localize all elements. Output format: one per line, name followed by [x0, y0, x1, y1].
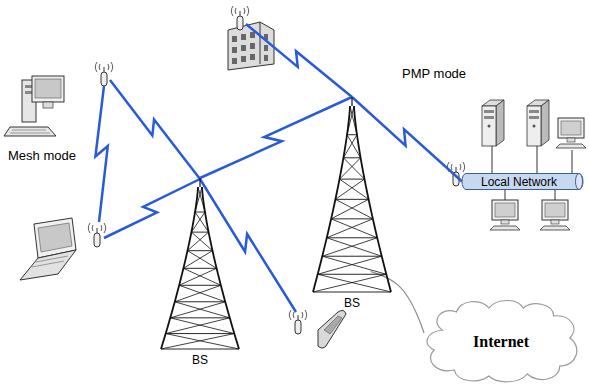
wireless-link [200, 97, 352, 178]
mode-label: PMP mode [402, 66, 466, 81]
base-station: BS [158, 177, 242, 367]
network-band: Local Network [462, 173, 584, 190]
base-station: BS [310, 96, 394, 310]
laptop [20, 218, 76, 280]
mode-label: Mesh mode [8, 148, 76, 163]
wireless-link [104, 179, 200, 238]
network-label: Local Network [481, 175, 557, 189]
wireless-link [110, 80, 200, 179]
station-label: BS [344, 296, 360, 310]
network-devices [482, 100, 586, 230]
tower-drawing [310, 96, 394, 292]
mobile-phone [318, 310, 346, 348]
computer [4, 76, 64, 136]
station-label: BS [192, 353, 208, 367]
tower-drawing [158, 177, 242, 349]
wireless-link [95, 86, 107, 222]
wired-link [370, 271, 424, 332]
wireless-link [200, 179, 296, 312]
internet-cloud: Internet [420, 296, 582, 384]
cloud-label: Internet [473, 333, 529, 351]
wireless-link [352, 97, 462, 182]
wireless-link [246, 24, 352, 97]
